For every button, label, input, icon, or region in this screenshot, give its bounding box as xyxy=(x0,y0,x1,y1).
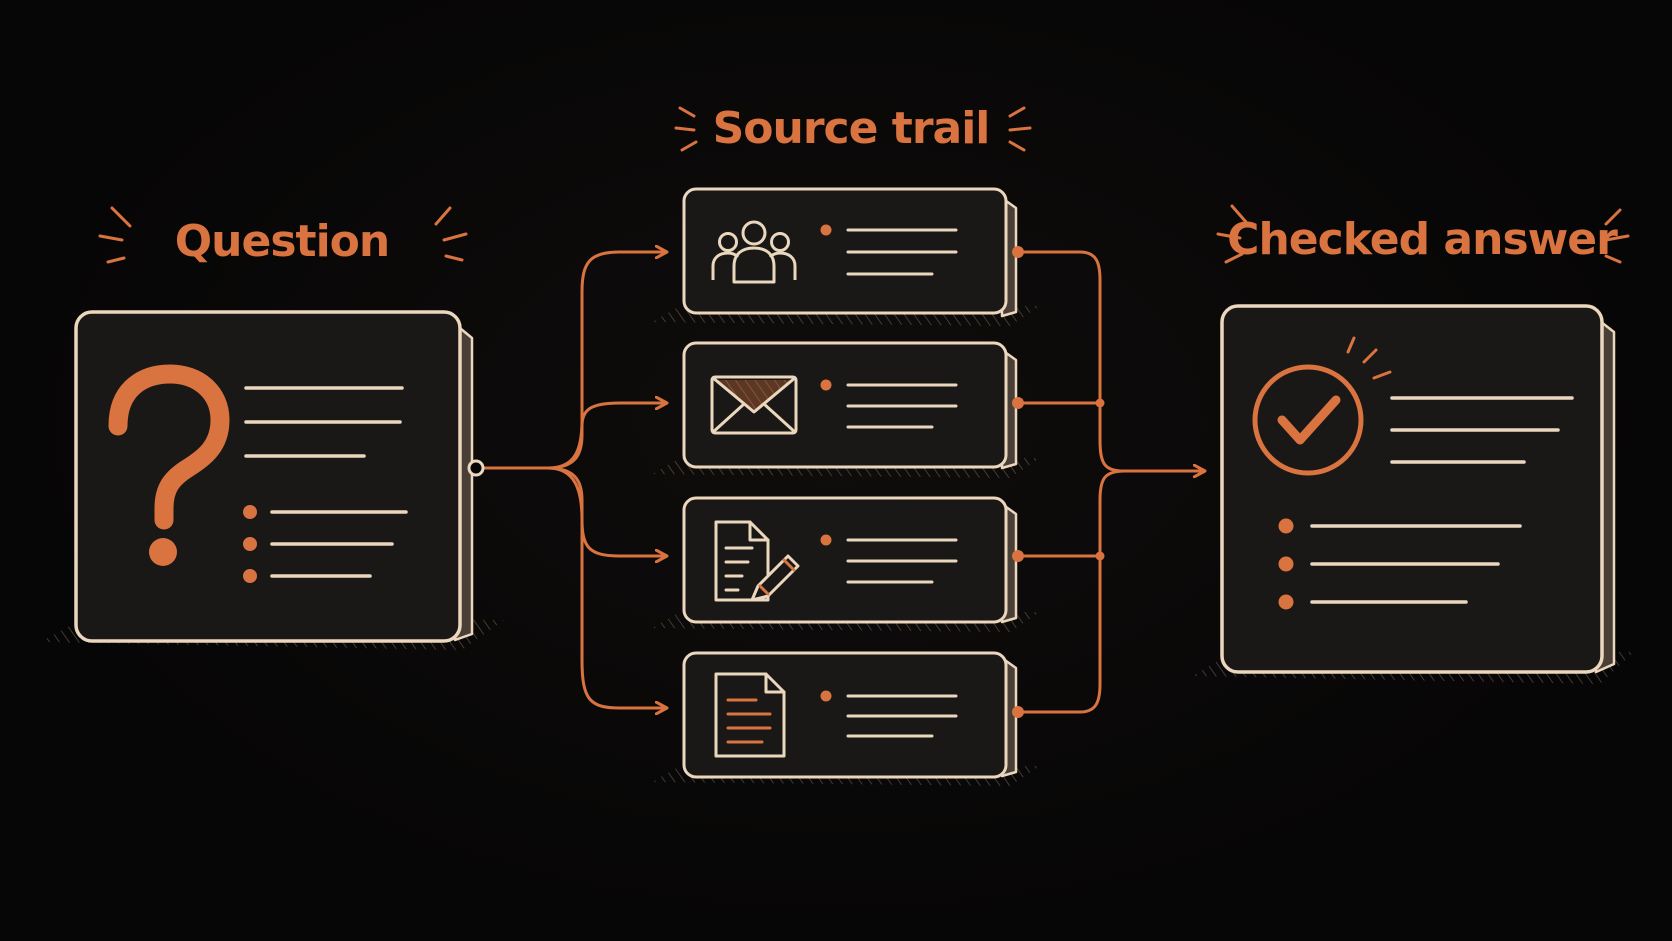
answer-heading-sparks-left xyxy=(1216,204,1248,264)
sources-heading-group: Source trail xyxy=(674,103,1032,154)
question-output-port xyxy=(467,459,485,477)
answer-bullet-list xyxy=(1278,518,1522,610)
answer-card xyxy=(1192,304,1634,684)
source-card-3-text-lines xyxy=(846,538,958,584)
merge-connectors xyxy=(1016,250,1204,714)
source-card-3 xyxy=(652,496,1040,632)
document-edit-icon xyxy=(714,520,800,602)
question-card xyxy=(40,310,504,650)
envelope-icon xyxy=(710,375,798,435)
answer-heading-group: Checked answer xyxy=(1216,204,1630,265)
connector-to-source-3 xyxy=(546,466,666,556)
answer-card-face xyxy=(1220,304,1604,674)
source-card-4 xyxy=(652,651,1040,786)
question-heading-sparks-right xyxy=(434,206,468,262)
sources-heading: Source trail xyxy=(713,103,990,154)
source-card-2-text-lines xyxy=(846,383,958,429)
connector-from-source-4 xyxy=(1016,469,1127,714)
source-card-2-bullet xyxy=(820,379,832,391)
answer-heading: Checked answer xyxy=(1227,214,1618,265)
source-card-1-bullet xyxy=(820,224,832,236)
source-card-1-text-lines xyxy=(846,228,958,276)
question-heading: Question xyxy=(175,216,389,267)
source-card-2-face xyxy=(682,341,1008,469)
question-heading-group: Question xyxy=(98,206,468,267)
connector-to-source-2 xyxy=(546,403,666,470)
source-card-4-output-port xyxy=(1012,706,1024,718)
source-card-4-text-lines xyxy=(846,694,958,738)
merge-dot-2 xyxy=(1095,398,1105,408)
question-bullet-list xyxy=(243,505,408,583)
question-mark-icon xyxy=(108,364,230,566)
connector-to-source-4 xyxy=(546,466,666,708)
question-card-face xyxy=(74,310,462,643)
checkmark-sparks xyxy=(1346,336,1392,380)
merge-dot-3 xyxy=(1095,551,1105,561)
source-card-2 xyxy=(652,341,1040,478)
connector-to-source-1 xyxy=(546,252,666,470)
sources-heading-sparks-left xyxy=(674,106,698,152)
source-card-4-bullet xyxy=(820,690,832,702)
document-icon xyxy=(714,672,786,758)
sources-heading-sparks-right xyxy=(1008,106,1032,152)
source-card-2-output-port xyxy=(1012,397,1024,409)
connector-from-source-1 xyxy=(1016,250,1127,473)
question-heading-sparks-left xyxy=(98,206,132,264)
people-icon xyxy=(711,220,797,284)
question-text-lines xyxy=(244,386,404,458)
source-card-3-output-port xyxy=(1012,550,1024,562)
source-card-1-output-port xyxy=(1012,246,1024,258)
branch-connectors xyxy=(480,252,666,708)
answer-heading-sparks-right xyxy=(1604,208,1630,264)
source-card-1 xyxy=(652,187,1040,326)
source-card-3-bullet xyxy=(820,534,832,546)
answer-text-lines xyxy=(1390,396,1574,464)
source-card-3-face xyxy=(682,496,1008,624)
checkmark-icon xyxy=(1252,364,1364,476)
